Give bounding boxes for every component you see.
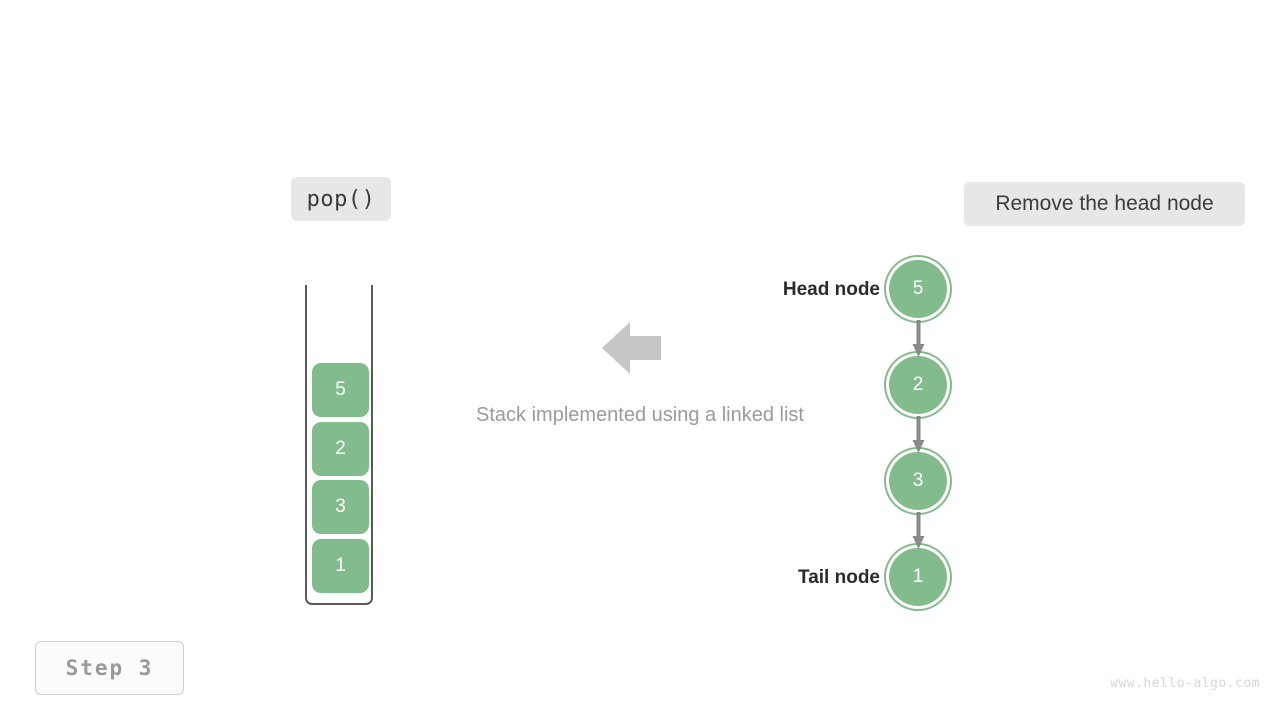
list-node: 2 [889, 356, 947, 414]
link-arrow-icon [912, 512, 925, 549]
link-arrow-icon [912, 320, 925, 357]
list-node-value: 1 [912, 566, 924, 587]
stack-cell: 3 [312, 480, 369, 534]
link-arrow-icon [912, 416, 925, 453]
operation-label: pop() [306, 186, 376, 212]
watermark: www.hello-algo.com [1110, 676, 1260, 691]
stack-walls [305, 285, 373, 605]
action-pill: Remove the head node [964, 182, 1245, 226]
stack-cell: 2 [312, 422, 369, 476]
stack-cell-value: 3 [335, 496, 346, 517]
list-node-value: 2 [912, 374, 924, 395]
stack-cell: 1 [312, 539, 369, 593]
left-arrow-icon [602, 322, 661, 374]
operation-pill: pop() [291, 177, 391, 221]
stack-cell-value: 5 [335, 379, 346, 400]
stack-cell: 5 [312, 363, 369, 417]
head-node-label: Head node [782, 279, 880, 300]
diagram-caption: Stack implemented using a linked list [476, 404, 804, 426]
list-node-value: 5 [912, 278, 924, 299]
step-badge: Step 3 [35, 641, 184, 695]
action-label: Remove the head node [995, 192, 1214, 215]
tail-node-label: Tail node [798, 567, 880, 588]
stack-container: 5 2 3 1 [296, 280, 388, 610]
list-node: 3 [889, 452, 947, 510]
stack-cell-value: 2 [335, 438, 346, 459]
list-node: 1 [889, 548, 947, 606]
stack-cell-value: 1 [335, 555, 346, 576]
list-node-value: 3 [912, 470, 924, 491]
list-node: 5 [889, 260, 947, 318]
linked-list: Head node 5 2 3 1 Tail node [740, 250, 1000, 620]
